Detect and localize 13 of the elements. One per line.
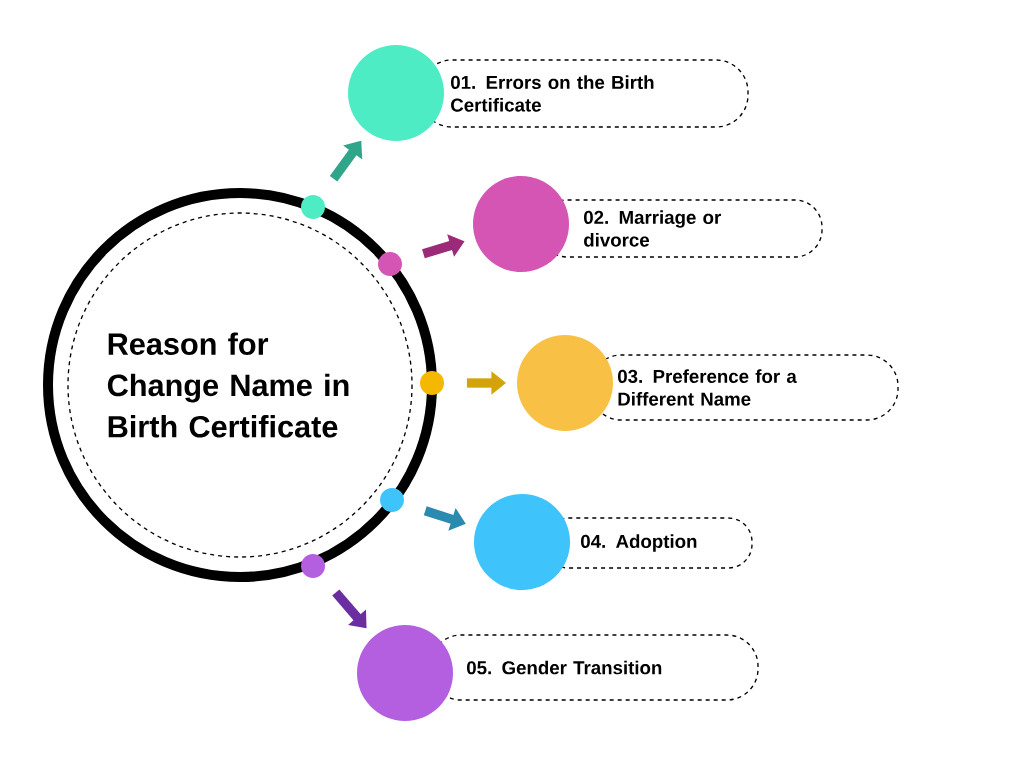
color-circle [474,494,570,590]
ring-dot [301,554,325,578]
text-box: 03. Preference for a Different Name [589,354,899,421]
color-circle [473,176,569,272]
color-circle [348,45,444,141]
color-circle [357,625,453,721]
text-box: 05. Gender Transition [429,634,759,701]
color-circle [517,335,613,431]
ring-dot [301,195,325,219]
ring-dot [420,371,444,395]
text-box: 01. Errors on the Birth Certificate [419,59,749,128]
ring-dot [378,252,402,276]
text-box: 02. Marriage or divorce [539,199,823,258]
